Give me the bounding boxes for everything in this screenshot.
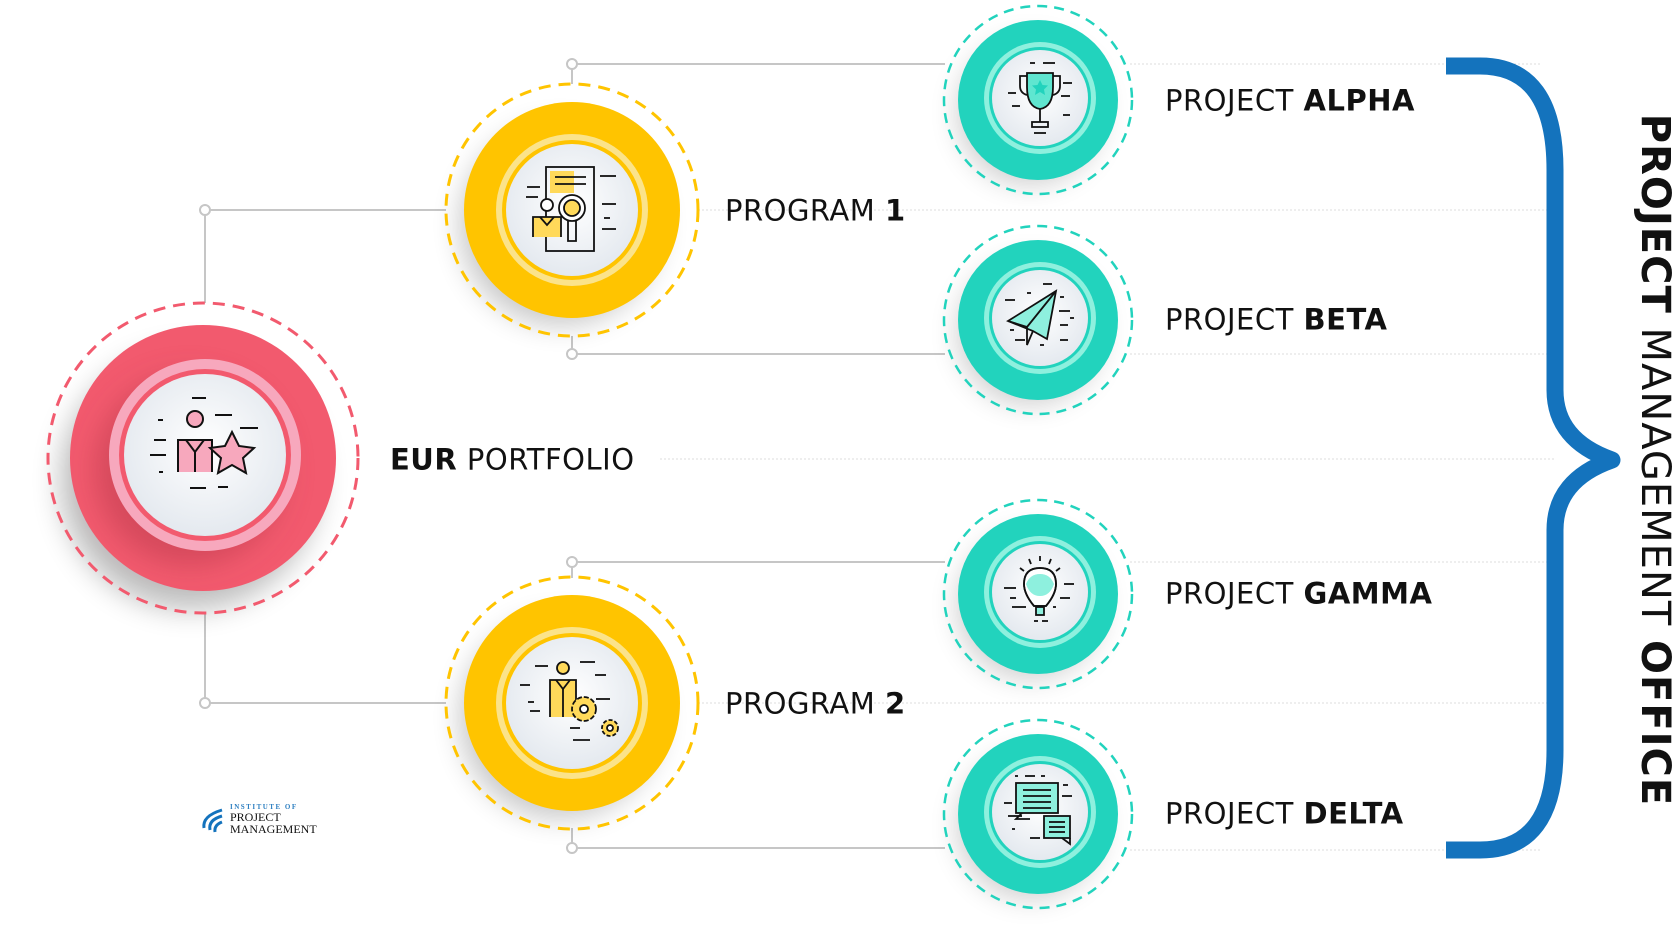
program-2-label: PROGRAM 2 — [725, 686, 906, 721]
portfolio-node[interactable] — [46, 301, 360, 615]
title-bold-2: OFFICE — [1632, 640, 1678, 807]
program-label-regular: PROGRAM — [725, 686, 885, 721]
person-star-icon — [150, 397, 258, 489]
project-label-bold: GAMMA — [1303, 576, 1433, 611]
program-label-bold: 2 — [885, 686, 906, 721]
project-gamma-label: PROJECT GAMMA — [1165, 576, 1433, 611]
title-bold-1: PROJECT — [1632, 113, 1678, 314]
project-node-gamma[interactable] — [942, 498, 1134, 690]
project-label-bold: BETA — [1303, 302, 1388, 337]
connectors — [199, 58, 945, 854]
project-label-bold: ALPHA — [1303, 83, 1415, 118]
project-node-beta[interactable] — [942, 224, 1134, 416]
project-node-alpha[interactable] — [942, 4, 1134, 196]
paper-plane-icon — [1005, 283, 1074, 346]
person-gears-icon — [520, 661, 619, 741]
document-search-icon — [526, 166, 616, 252]
chat-bubbles-icon — [1004, 775, 1072, 846]
program-label-regular: PROGRAM — [725, 193, 885, 228]
project-node-delta[interactable] — [942, 718, 1134, 910]
project-label-bold: DELTA — [1303, 796, 1404, 831]
project-label-regular: PROJECT — [1165, 796, 1304, 831]
trophy-icon — [1008, 62, 1072, 134]
project-label-regular: PROJECT — [1165, 83, 1304, 118]
guide-lines — [660, 63, 1555, 851]
institute-logo: INSTITUTE OF PROJECT MANAGEMENT — [198, 803, 328, 839]
project-label-regular: PROJECT — [1165, 302, 1304, 337]
program-node-1[interactable] — [444, 82, 700, 338]
portfolio-label: EUR PORTFOLIO — [390, 442, 635, 477]
portfolio-label-regular: PORTFOLIO — [457, 442, 635, 477]
portfolio-label-bold: EUR — [390, 442, 458, 477]
program-node-2[interactable] — [444, 575, 700, 831]
lightbulb-icon — [1004, 556, 1074, 622]
program-1-label: PROGRAM 1 — [725, 193, 906, 228]
logo-line-1: INSTITUTE OF — [230, 803, 298, 811]
program-label-bold: 1 — [885, 193, 906, 228]
title-regular: MANAGEMENT — [1632, 313, 1678, 641]
project-label-regular: PROJECT — [1165, 576, 1304, 611]
curly-brace — [1446, 57, 1621, 859]
logo-line-3: MANAGEMENT — [230, 822, 317, 836]
logo-mark-icon — [202, 808, 223, 833]
project-beta-label: PROJECT BETA — [1165, 302, 1388, 337]
project-alpha-label: PROJECT ALPHA — [1165, 83, 1415, 118]
logo-line-2: PROJECT — [230, 810, 281, 824]
pmo-vertical-title: PROJECT MANAGEMENT OFFICE — [1632, 114, 1678, 806]
logo-wordmark: PROJECT MANAGEMENT — [230, 811, 317, 835]
project-delta-label: PROJECT DELTA — [1165, 796, 1404, 831]
